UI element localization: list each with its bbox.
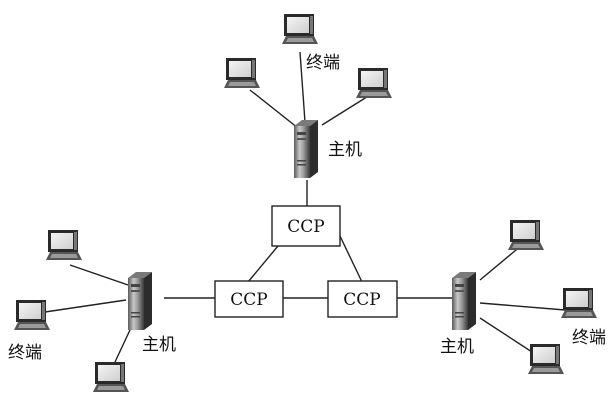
ccp-label-top: CCP: [287, 217, 324, 237]
line-ccp-top-right: [339, 235, 363, 283]
host-label-top: 主机: [328, 140, 362, 160]
host-label-right: 主机: [440, 337, 474, 357]
line-terminal-left-middle: [44, 299, 127, 313]
host-tower-icon-left: [128, 272, 152, 330]
host-tower-icon-right: [452, 272, 476, 330]
ccp-node-top: CCP: [271, 205, 341, 247]
line-terminal-right-middle: [479, 302, 566, 311]
terminal-monitor-icon-left-bottom: [93, 362, 129, 392]
line-terminal-left-upper: [69, 264, 129, 286]
terminal-monitor-icon-right-bottom: [528, 344, 564, 374]
ccp-node-left: CCP: [214, 280, 284, 318]
terminal-label-top: 终端: [306, 53, 340, 73]
terminal-monitor-icon-right-upper: [508, 220, 544, 250]
terminal-monitor-icon-right-middle: [561, 288, 597, 318]
terminal-monitor-icon-left-middle: [14, 300, 50, 330]
terminal-monitor-icon-left-upper: [46, 230, 82, 260]
terminal-label-right: 终端: [572, 328, 606, 348]
ccp-node-right: CCP: [327, 280, 398, 318]
line-terminal-right-upper: [479, 244, 523, 281]
line-terminal-top-host: [299, 51, 306, 123]
host-tower-icon-top: [294, 120, 318, 178]
line-terminal-left-bottom: [114, 329, 131, 363]
connection-lines: [44, 51, 566, 363]
line-terminal-topright-host: [321, 94, 371, 126]
terminal-label-left: 终端: [8, 343, 42, 363]
ccp-label-right: CCP: [343, 290, 380, 310]
line-terminal-topleft-host: [249, 89, 299, 129]
ccp-label-left: CCP: [230, 290, 267, 310]
terminal-monitor-icon-top: [282, 14, 318, 44]
line-terminal-right-bottom: [479, 317, 533, 353]
terminal-monitor-icon-top-left: [224, 58, 260, 88]
terminal-monitor-icon-top-right: [356, 68, 392, 98]
line-ccp-top-left: [247, 245, 279, 283]
host-label-left: 主机: [142, 335, 176, 355]
